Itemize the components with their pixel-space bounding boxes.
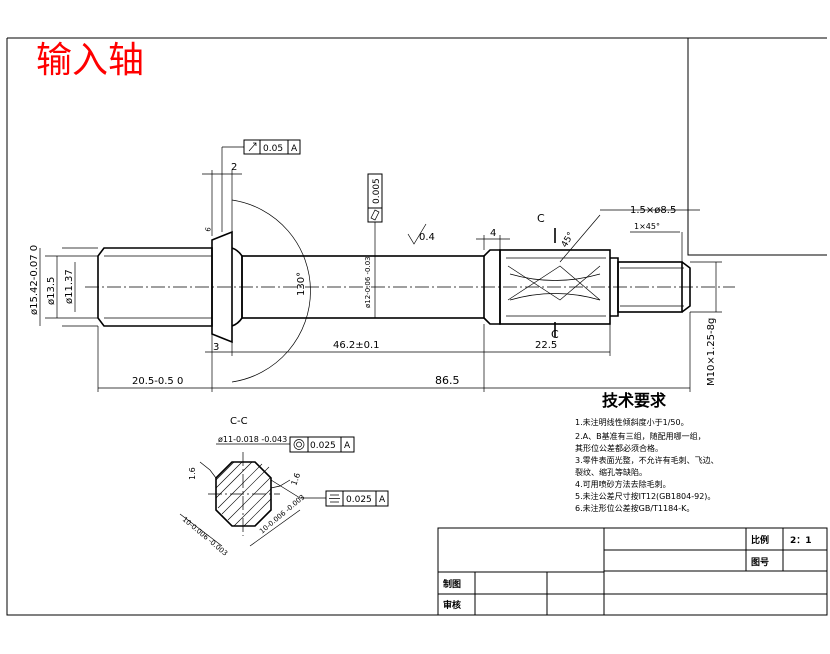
- tech-item: 3.零件表面光整，不允许有毛刺、飞边、: [575, 455, 719, 465]
- extension-lines: [45, 170, 722, 392]
- roughness-value: 0.4: [419, 232, 435, 243]
- shaft-thread: [617, 261, 683, 313]
- section-width-right: 10-0.006 -0.003: [258, 493, 306, 535]
- section-c-c: [208, 452, 280, 536]
- dim-22-5: 22.5: [535, 340, 557, 351]
- tech-item: 5.未注公差尺寸按IT12(GB1804-92)。: [575, 491, 715, 501]
- tech-item: 6.未注形位公差按GB/T1184-K。: [575, 503, 694, 513]
- dimension-lines: [39, 173, 717, 389]
- section-mark-left: 1.6: [188, 467, 197, 480]
- drawing-title: 输入轴: [36, 40, 144, 81]
- section-width-left: 10-0.006 -0.003: [181, 515, 229, 557]
- scale-label: 比例: [751, 534, 769, 546]
- section-mark-right: 1.6: [289, 472, 302, 487]
- svg-text:A: A: [291, 144, 298, 154]
- svg-text:C: C: [537, 212, 545, 225]
- section-diameter: ø11-0.018 -0.043: [218, 435, 287, 444]
- dim-45: 45°: [560, 231, 577, 250]
- dim-20-5: 20.5-0.5 0: [132, 376, 183, 387]
- tech-item: 裂纹、缩孔等缺陷。: [575, 467, 647, 477]
- roughness-symbol: [407, 223, 427, 245]
- tech-item: 2.A、B基准有三组，随配用哪一组，: [575, 431, 706, 441]
- svg-text:0.005: 0.005: [372, 178, 382, 204]
- shaft-main-view: [85, 230, 735, 344]
- title-block: 比例 2：1 图号 制图 审核: [437, 527, 828, 616]
- shaft-middle: [241, 255, 485, 319]
- dim-11-37: ø11.37: [64, 269, 75, 304]
- dim-13-5: ø13.5: [46, 277, 57, 305]
- dim-86-5: 86.5: [435, 374, 460, 387]
- scale-value: 2：1: [790, 536, 812, 546]
- dim-4: 4: [490, 228, 496, 239]
- dim-3: 3: [213, 342, 219, 353]
- tech-item: 1.未注明线性倾斜度小于1/50。: [575, 417, 689, 427]
- section-title: C-C: [230, 416, 248, 427]
- tech-requirements: 技术要求 1.未注明线性倾斜度小于1/50。 2.A、B基准有三组，随配用哪一组…: [575, 391, 719, 513]
- dim-46-2: 46.2±0.1: [333, 340, 380, 351]
- svg-text:C: C: [551, 328, 559, 341]
- small-mark: 6: [204, 226, 213, 232]
- frame-border: [7, 37, 827, 256]
- drawing-no-label: 图号: [751, 557, 769, 568]
- fcf-runout: 0.05 A: [221, 139, 301, 232]
- section-cut-markers: C C: [537, 212, 559, 341]
- dim-left-fit: ø15.42-0.07 0: [29, 245, 40, 315]
- svg-text:0.05: 0.05: [263, 144, 283, 154]
- tech-item: 4.可用喷砂方法去除毛刺。: [575, 479, 671, 489]
- dim-1x45: 1×45°: [634, 222, 660, 231]
- drawn-label: 制图: [443, 578, 461, 590]
- dim-chamfer: 1.5×ø8.5: [630, 205, 676, 216]
- svg-text:A: A: [379, 495, 386, 505]
- svg-text:0.025: 0.025: [310, 441, 336, 451]
- dim-130: 130°: [296, 272, 307, 296]
- fcf-cylindricity: 0.005: [367, 173, 383, 256]
- tech-item: 其形位公差都必须合格。: [575, 443, 663, 453]
- fcf-concentricity: 0.025 A: [289, 436, 355, 453]
- fcf-symmetry: 0.025 A: [270, 479, 389, 507]
- dim-shaft-dia: ø12-0.06 -0.03: [364, 256, 372, 308]
- dim-2: 2: [231, 162, 237, 173]
- checked-label: 审核: [443, 599, 461, 611]
- svg-text:A: A: [344, 441, 351, 451]
- tech-heading: 技术要求: [602, 391, 667, 410]
- svg-text:0.025: 0.025: [346, 495, 372, 505]
- dim-thread: M10×1.25-8g: [706, 318, 717, 386]
